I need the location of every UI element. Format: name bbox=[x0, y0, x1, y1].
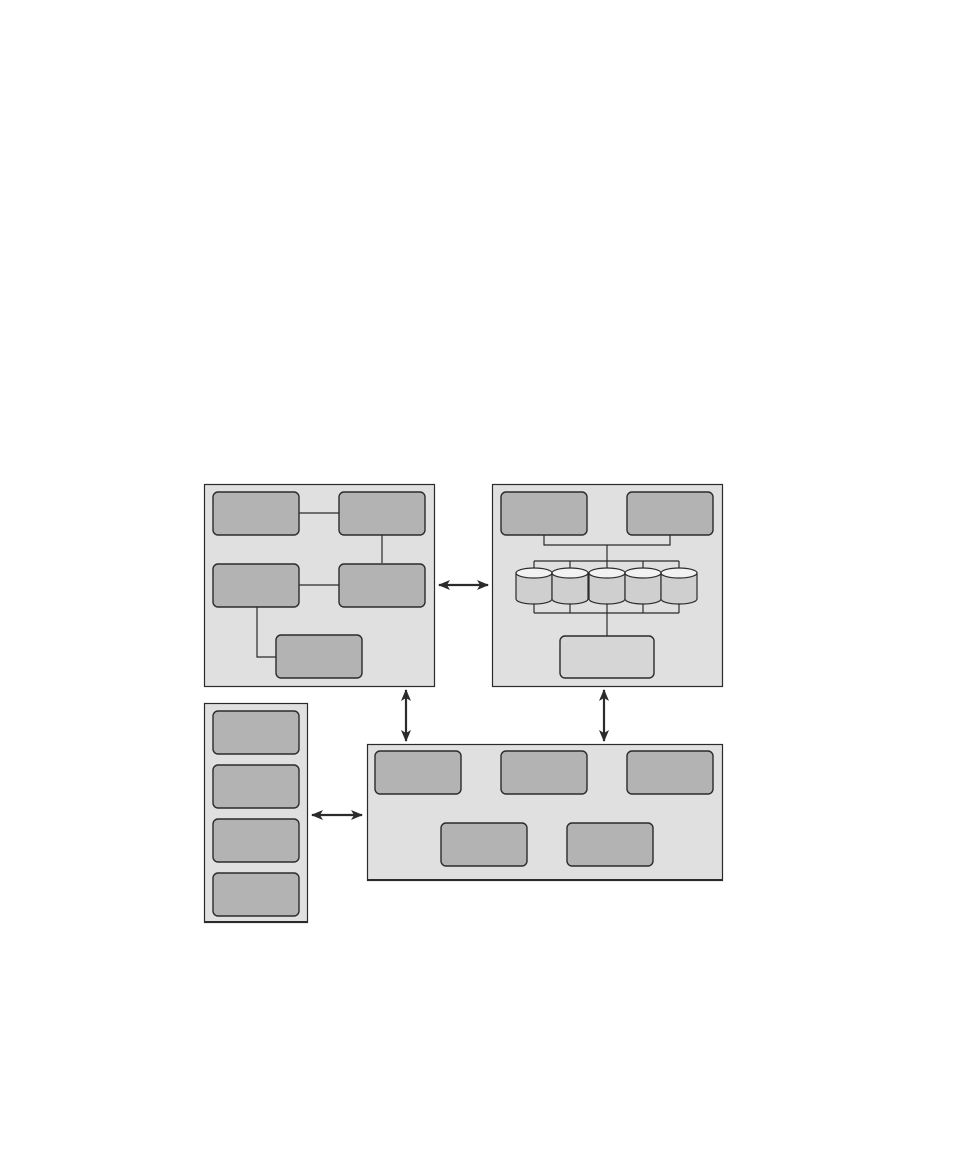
top-left-panel bbox=[203, 483, 436, 688]
stack-box bbox=[212, 818, 300, 863]
module-box bbox=[500, 750, 588, 795]
database-disk-icon bbox=[624, 567, 662, 605]
module-box bbox=[440, 822, 528, 867]
server-box bbox=[500, 491, 588, 536]
database-disk-icon bbox=[588, 567, 626, 605]
database-disk-icon bbox=[660, 567, 698, 605]
left-stack-panel bbox=[203, 702, 309, 924]
process-box bbox=[212, 491, 300, 536]
controller-box bbox=[559, 635, 655, 679]
database-disk-icon bbox=[515, 567, 553, 605]
process-box bbox=[275, 634, 363, 679]
bidirectional-arrows bbox=[311, 580, 609, 820]
module-box bbox=[374, 750, 462, 795]
process-box bbox=[338, 563, 426, 608]
module-box bbox=[626, 750, 714, 795]
stack-box bbox=[212, 710, 300, 755]
module-box bbox=[566, 822, 654, 867]
server-box bbox=[626, 491, 714, 536]
stack-box bbox=[212, 872, 300, 917]
connector-lines bbox=[256, 512, 383, 658]
bottom-panel bbox=[366, 743, 724, 882]
top-right-panel bbox=[491, 483, 724, 688]
stack-box bbox=[212, 764, 300, 809]
process-box bbox=[212, 563, 300, 608]
process-box bbox=[338, 491, 426, 536]
database-disk-icon bbox=[551, 567, 589, 605]
